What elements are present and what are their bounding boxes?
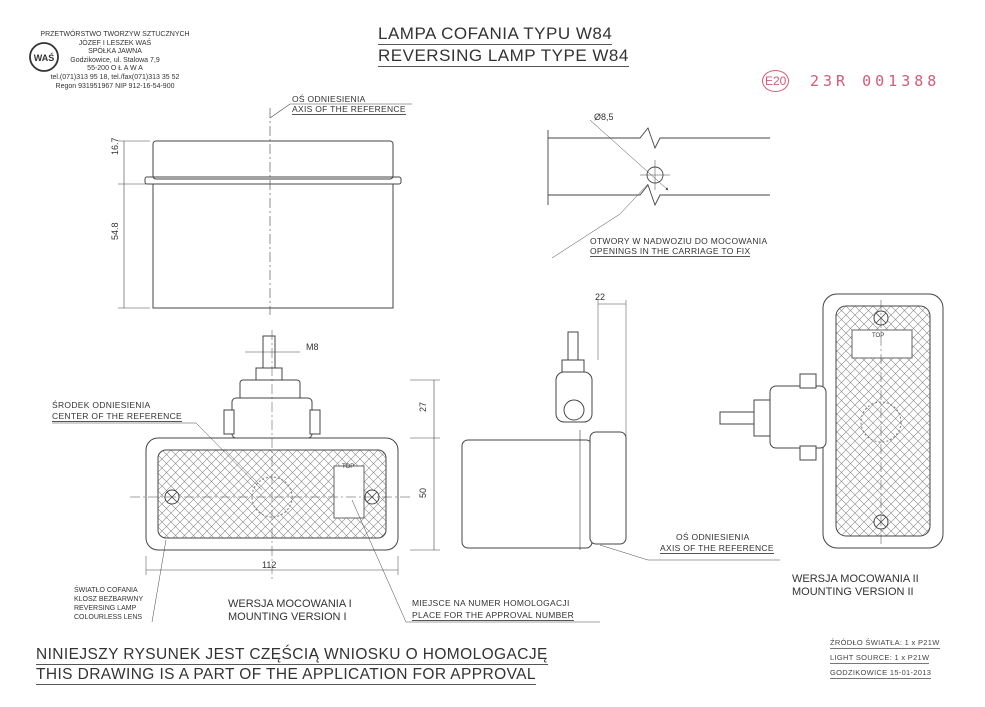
lamp-side-view bbox=[461, 300, 780, 561]
version1-pl: WERSJA MOCOWANIA I bbox=[228, 598, 352, 610]
approval-mark: E20 bbox=[762, 70, 790, 92]
axis-ref-side-en: AXIS OF THE REFERENCE bbox=[660, 543, 774, 554]
company-line: SPÓŁKA JAWNA bbox=[88, 48, 142, 56]
dim-54-8: 54.8 bbox=[110, 222, 120, 240]
axis-ref-top-en: AXIS OF THE REFERENCE bbox=[292, 104, 406, 115]
top-mark-2: TOP bbox=[872, 333, 885, 339]
company-line: Regon 931951967 NIP 912-16-54-900 bbox=[55, 82, 175, 90]
place-date: GODZIKOWICE 15-01-2013 bbox=[830, 668, 932, 679]
mounting-hole-detail bbox=[547, 119, 770, 259]
dim-22: 22 bbox=[595, 292, 606, 302]
openings-pl: OTWORY W NADWOZIU DO MOCOWANIA bbox=[590, 236, 768, 246]
openings-en: OPENINGS IN THE CARRIAGE TO FIX bbox=[590, 246, 751, 257]
company-line: tel.(071)313 95 18, tel./fax(071)313 35 … bbox=[50, 73, 180, 81]
lamp-front-view-version-2 bbox=[719, 293, 944, 549]
approval-number: 23R 001388 bbox=[810, 72, 941, 90]
axis-ref-side-pl: OŚ ODNIESIENIA bbox=[676, 532, 750, 542]
hole-diameter: Ø8,5 bbox=[594, 112, 614, 122]
lamp-front-view-version-1 bbox=[52, 330, 600, 623]
version2-en: MOUNTING VERSION II bbox=[792, 586, 914, 598]
company-line: 55-200 O Ł A W A bbox=[87, 65, 143, 73]
company-info: PRZETWÓRSTWO TWORZYW SZTUCZNYCH JÓZEF I … bbox=[30, 31, 200, 91]
light-lens-label-line: COLOURLESS LENS bbox=[74, 614, 143, 621]
axis-ref-top-pl: OŚ ODNIESIENIA bbox=[292, 94, 366, 104]
dim-16-7: 16.7 bbox=[110, 137, 120, 155]
light-lens-label-line: KLOSZ BEZBARWNY bbox=[74, 596, 144, 603]
version2-pl: WERSJA MOCOWANIA II bbox=[792, 573, 919, 585]
homologation-pl: MIEJSCE NA NUMER HOMOLOGACJI bbox=[412, 598, 570, 608]
light-lens-label-line: REVERSING LAMP bbox=[74, 605, 137, 612]
top-mark-1: TOP bbox=[342, 464, 355, 470]
light-lens-label-line: ŚWIATŁO COFANIA bbox=[74, 587, 138, 594]
dim-50: 50 bbox=[418, 487, 428, 498]
center-ref-pl: ŚRODEK ODNIESIENIA bbox=[52, 400, 151, 410]
lamp-top-view bbox=[118, 103, 412, 315]
light-source-pl: ŹRÓDŁO ŚWIATŁA: 1 x P21W bbox=[830, 638, 940, 649]
dim-m8: M8 bbox=[306, 342, 319, 352]
company-line: Godzikowice, ul. Stalowa 7,9 bbox=[70, 56, 160, 64]
company-logo: WAŚ bbox=[29, 42, 59, 72]
light-source-en: LIGHT SOURCE: 1 x P21W bbox=[830, 653, 930, 664]
footer-note-pl: NINIEJSZY RYSUNEK JEST CZĘŚCIĄ WNIOSKU O… bbox=[36, 646, 548, 665]
homologation-en: PLACE FOR THE APPROVAL NUMBER bbox=[412, 610, 575, 621]
title-en: REVERSING LAMP TYPE W84 bbox=[378, 46, 629, 67]
title-pl: LAMPA COFANIA TYPU W84 bbox=[378, 24, 613, 45]
footer-note-en: THIS DRAWING IS A PART OF THE APPLICATIO… bbox=[36, 666, 536, 685]
company-logo-text: WAŚ bbox=[34, 52, 55, 63]
company-line: JÓZEF I LESZEK WAŚ bbox=[78, 39, 152, 47]
center-ref-en: CENTER OF THE REFERENCE bbox=[52, 411, 183, 422]
version1-en: MOUNTING VERSION I bbox=[228, 611, 347, 623]
dim-27: 27 bbox=[418, 401, 428, 412]
dim-112: 112 bbox=[262, 560, 277, 570]
company-line: PRZETWÓRSTWO TWORZYW SZTUCZNYCH bbox=[40, 31, 190, 38]
